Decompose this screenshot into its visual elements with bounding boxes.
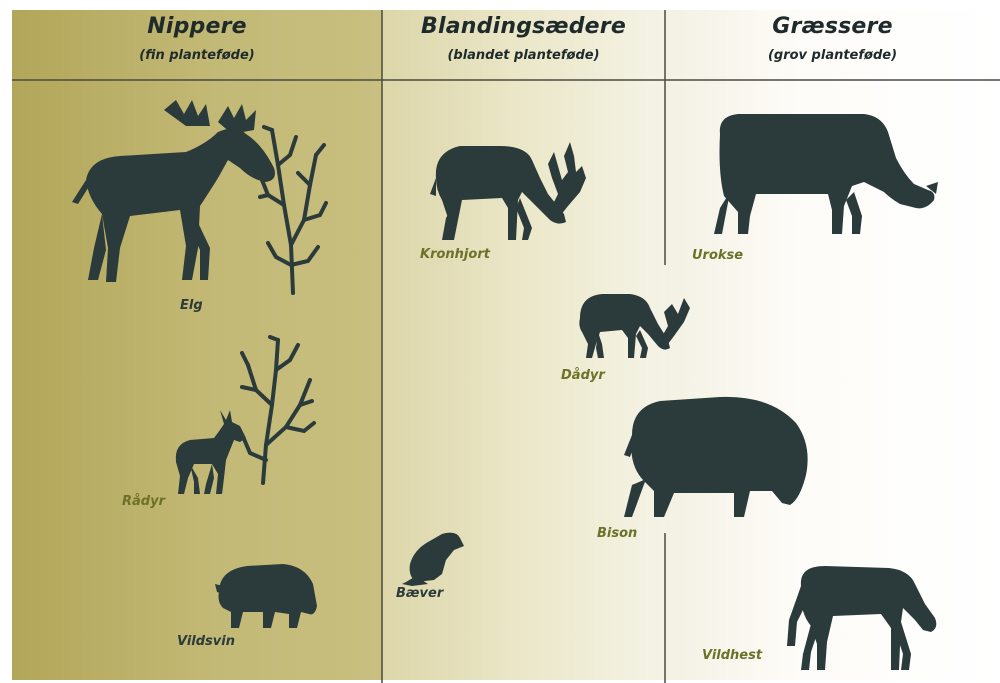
red-deer-silhouette [430,138,590,243]
animal-label-bison: Bison [597,526,637,542]
moose-silhouette [68,98,283,293]
wild-horse-silhouette [785,562,940,674]
wild-boar-silhouette [213,562,318,632]
animal-label-vildhest: Vildhest [702,648,762,664]
column-header-mixed-feeders: Blandingsædere (blandet planteføde) [382,14,665,65]
animal-label-baever: Bæver [396,586,443,602]
column-subtitle: (fin planteføde) [12,47,382,65]
column-title: Blandingsædere [382,14,665,40]
animal-label-kronhjort: Kronhjort [420,247,490,263]
column-subtitle: (grov planteføde) [665,47,1000,65]
branch-icon [238,335,318,485]
column-header-grazers: Græssere (grov planteføde) [665,14,1000,65]
bison-silhouette [620,395,810,520]
animal-label-vildsvin: Vildsvin [177,634,235,650]
column-title: Nippere [12,14,382,40]
column-subtitle: (blandet planteføde) [382,47,665,65]
animal-label-elg: Elg [180,298,203,314]
aurochs-silhouette [714,112,939,237]
animal-label-dadyr: Dådyr [561,368,605,384]
beaver-silhouette [402,530,468,586]
animal-label-urokse: Urokse [692,248,743,264]
column-header-browsers: Nippere (fin planteføde) [12,14,382,65]
fallow-deer-silhouette [574,290,692,360]
roe-deer-silhouette [170,408,250,496]
column-title: Græssere [665,14,1000,40]
animal-label-radyr: Rådyr [122,494,165,510]
